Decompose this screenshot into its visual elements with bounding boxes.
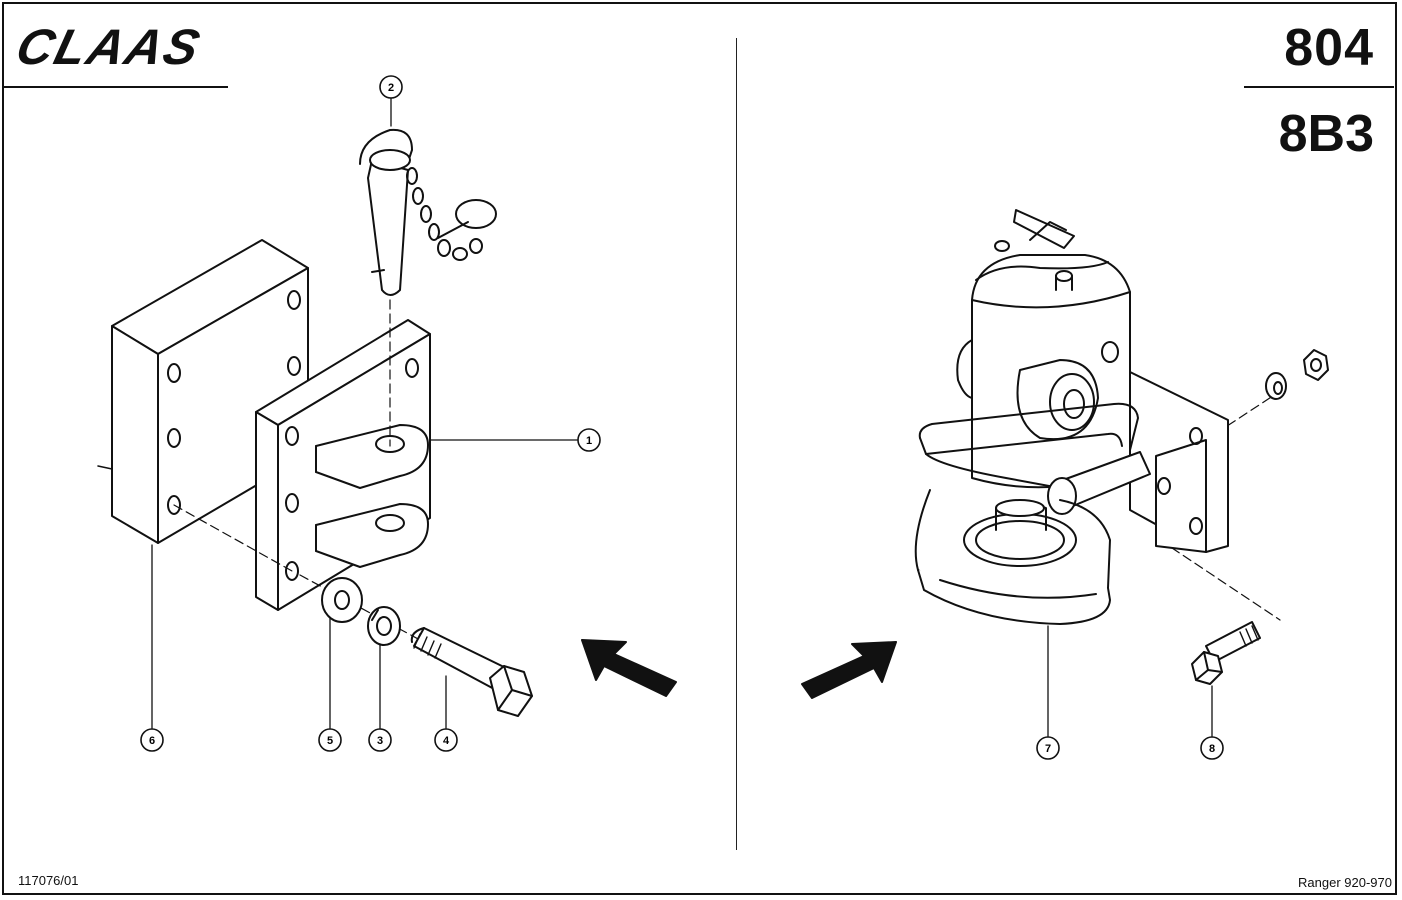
right-washer <box>1265 372 1287 400</box>
clevis-bracket <box>255 319 431 611</box>
model-range: Ranger 920-970 <box>1298 875 1392 890</box>
group-code: 8B3 <box>1278 105 1374 163</box>
hex-nut <box>1303 349 1329 381</box>
callout-8: 8 <box>1200 736 1224 760</box>
callout-5: 5 <box>318 728 342 752</box>
direction-arrow-right <box>801 641 897 699</box>
svg-text:7: 7 <box>1045 743 1051 755</box>
brand-logotype: CLAAS <box>12 22 207 72</box>
hex-bolt <box>410 627 533 717</box>
linch-pin-with-chain <box>359 128 497 296</box>
callout-7: 7 <box>1036 736 1060 760</box>
center-divider <box>736 38 737 850</box>
callout-4: 4 <box>434 728 458 752</box>
svg-text:2: 2 <box>388 82 394 94</box>
towing-hitch-coupling <box>914 209 1229 625</box>
callout-6: 6 <box>140 728 164 752</box>
page-number: 804 <box>1284 19 1374 77</box>
leader-lines <box>151 97 1213 737</box>
svg-text:8: 8 <box>1209 743 1215 755</box>
claas-logo: CLAAS <box>12 22 207 72</box>
callout-3: 3 <box>368 728 392 752</box>
svg-text:5: 5 <box>327 735 333 747</box>
svg-text:1: 1 <box>586 435 592 447</box>
direction-arrow-left <box>581 639 677 697</box>
svg-text:3: 3 <box>377 735 383 747</box>
callout-1: 1 <box>577 428 601 452</box>
logo-underline <box>2 86 228 88</box>
flat-washer <box>321 577 363 623</box>
page-number-rule <box>1244 86 1394 88</box>
svg-text:6: 6 <box>149 735 155 747</box>
svg-text:4: 4 <box>443 735 450 747</box>
callout-bubbles: 1 2 3 4 5 6 7 <box>140 75 1224 760</box>
lock-washer <box>367 606 401 646</box>
drawing-reference: 117076/01 <box>18 873 79 888</box>
callout-2: 2 <box>379 75 403 99</box>
right-hex-bolt <box>1191 621 1261 685</box>
